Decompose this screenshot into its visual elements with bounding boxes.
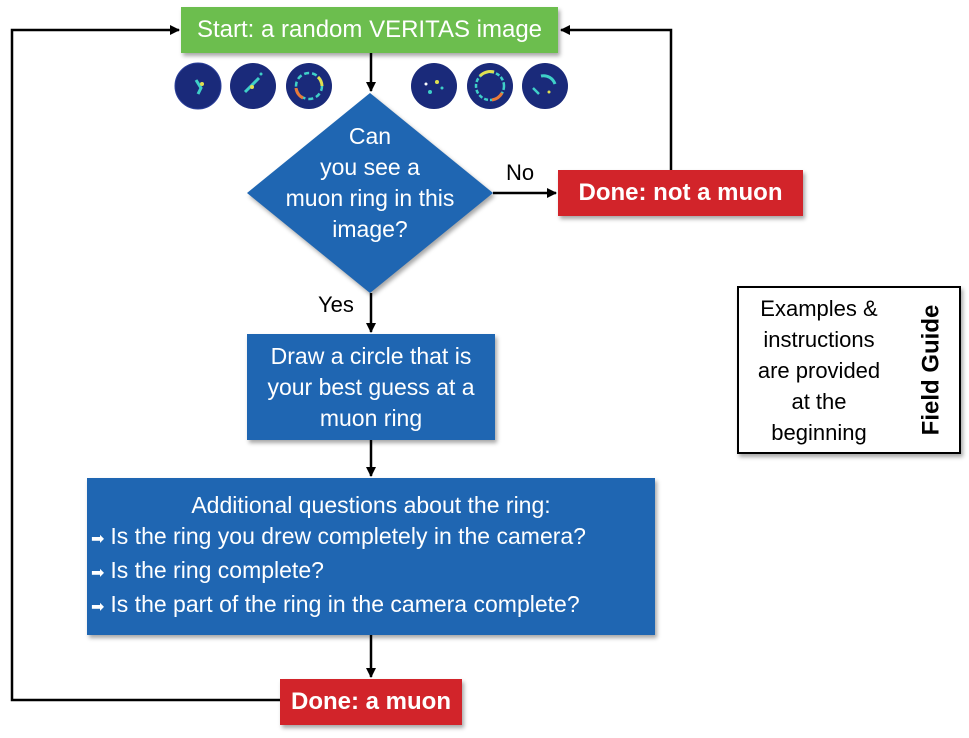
arrow-bullet-icon: ➡ (91, 531, 105, 548)
question-item: ➡ Is the ring complete? (91, 555, 651, 589)
draw-circle-node: Draw a circle that is your best guess at… (247, 334, 495, 440)
edge-label-yes: Yes (318, 292, 354, 317)
decision-line: Can (348, 123, 392, 149)
arrow-bullet-icon: ➡ (91, 599, 105, 616)
draw-circle-label: Draw a circle that is your best guess at… (267, 342, 475, 431)
questions-node: Additional questions about the ring: ➡ Is… (87, 478, 655, 635)
done-not-muon-node: Done: not a muon (558, 170, 803, 216)
question-text: Is the part of the ring in the camera co… (110, 591, 580, 617)
question-item: ➡ Is the ring you drew completely in the … (91, 521, 651, 555)
done-muon-label: Done: a muon (291, 688, 451, 715)
field-guide-line: at the (791, 388, 847, 414)
arrow-not-muon-loop (560, 25, 673, 170)
field-guide-line: Examples & (760, 295, 878, 321)
field-guide-line: instructions (763, 326, 875, 352)
start-node: Start: a random VERITAS image (181, 7, 558, 53)
decision-node-label: Can you see a muon ring in this image? (270, 118, 470, 248)
field-guide-title-text: Field Guide (917, 304, 944, 436)
field-guide-text: Examples & instructions are provided at … (739, 288, 899, 452)
field-guide-line: beginning (771, 419, 867, 445)
camera-image-icon (286, 63, 332, 109)
questions-title: Additional questions about the ring: (191, 492, 551, 518)
decision-diamond (247, 93, 493, 293)
done-muon-node: Done: a muon (280, 679, 462, 725)
decision-line: image? (332, 216, 408, 242)
start-node-label: Start: a random VERITAS image (196, 16, 543, 43)
camera-image-icon (230, 63, 276, 109)
camera-image-icon (174, 62, 222, 110)
question-text: Is the ring you drew completely in the c… (110, 523, 586, 549)
arrow-bullet-icon: ➡ (91, 565, 105, 582)
camera-images (174, 62, 568, 110)
question-item: ➡ Is the part of the ring in the camera c… (91, 589, 651, 623)
field-guide-title: Field Guide (903, 288, 959, 452)
done-not-muon-label: Done: not a muon (578, 179, 783, 206)
decision-line: you see a (320, 154, 420, 180)
edge-label-no: No (506, 160, 535, 185)
field-guide-line: are provided (757, 357, 881, 383)
question-text: Is the ring complete? (110, 557, 324, 583)
camera-image-icon (522, 63, 568, 109)
field-guide-box: Examples & instructions are provided at … (737, 286, 961, 454)
arrow-muon-loop (10, 25, 280, 702)
camera-image-icon (467, 63, 513, 109)
camera-image-icon (411, 63, 457, 109)
decision-line: muon ring in this (285, 185, 455, 211)
